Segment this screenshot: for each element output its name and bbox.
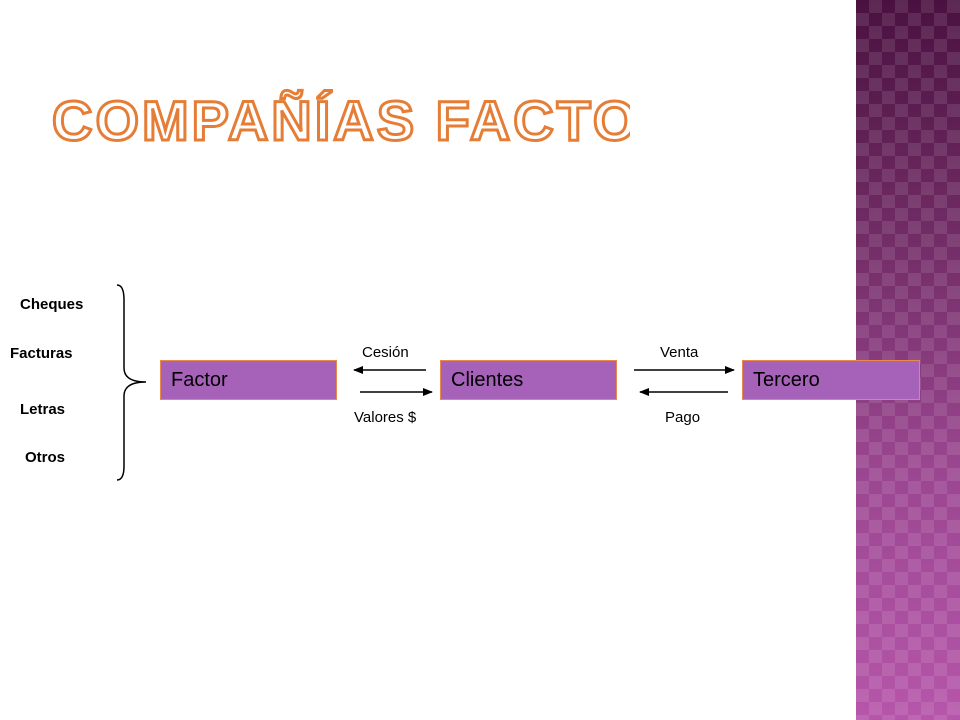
slide-title-text: Compañías Factoring bbox=[52, 89, 630, 152]
clientes-node-label: Clientes bbox=[451, 369, 524, 391]
factor-node-label: Factor bbox=[171, 369, 228, 391]
clientes-node: Clientes bbox=[440, 360, 617, 400]
document-type-cheques: Cheques bbox=[20, 296, 84, 313]
document-type-otros: Otros bbox=[25, 449, 66, 466]
valores-label: Valores $ bbox=[354, 409, 417, 426]
document-type-letras: Letras bbox=[20, 401, 66, 418]
venta-label: Venta bbox=[660, 344, 699, 361]
document-brace bbox=[116, 284, 147, 481]
factor-node: Factor bbox=[160, 360, 337, 400]
tercero-node: Tercero bbox=[742, 360, 920, 400]
cesion-label: Cesión bbox=[362, 344, 409, 361]
slide-title: Compañías Factoring bbox=[51, 88, 631, 154]
tercero-node-label: Tercero bbox=[753, 369, 820, 391]
pago-label: Pago bbox=[665, 409, 701, 426]
document-type-facturas: Facturas bbox=[10, 345, 73, 362]
